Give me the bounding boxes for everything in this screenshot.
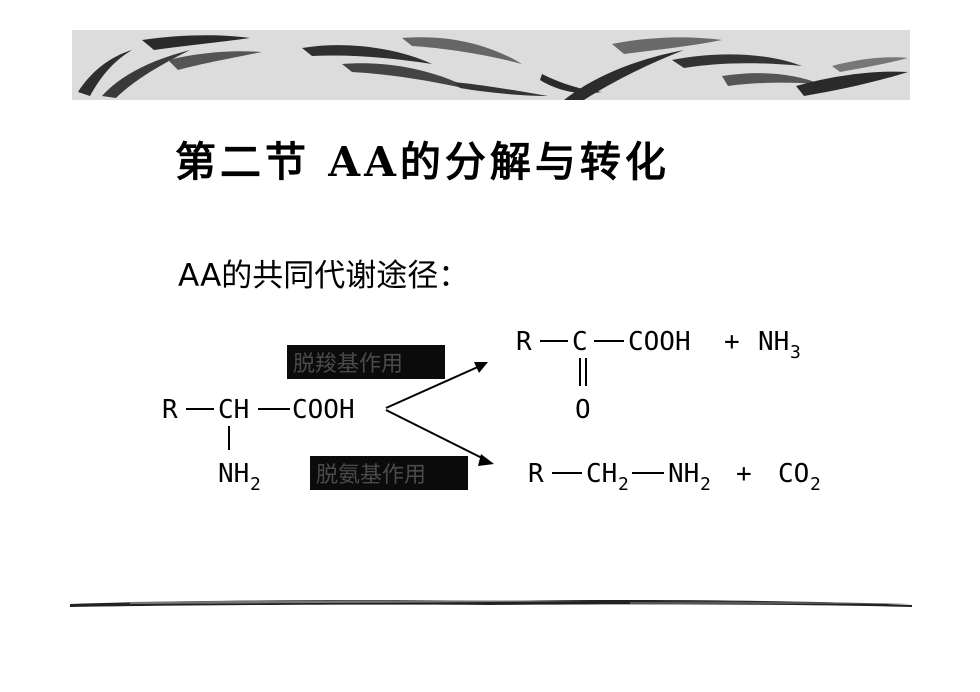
reaction-diagram: R CH COOH NH 2 脱羧基作用 脱氨基作用 R xyxy=(162,327,821,495)
upper-product-o: O xyxy=(575,395,591,425)
page-title: 第二节 AA的分解与转化 xyxy=(175,138,670,186)
upper-product-c: C xyxy=(572,327,588,357)
lower-product-plus: + xyxy=(736,459,752,489)
substrate-ch: CH xyxy=(218,395,249,425)
reaction-arrows xyxy=(385,362,494,466)
lower-label-text: 脱氨基作用 xyxy=(316,463,426,488)
section-subtitle: AA的共同代谢途径： xyxy=(178,258,470,294)
brush-stroke-banner-icon xyxy=(72,30,910,100)
upper-product-nh-subscript: 3 xyxy=(790,342,801,363)
upper-label-box xyxy=(287,345,445,379)
upper-product-nh: NH xyxy=(758,327,789,357)
arrow-up-head xyxy=(474,362,488,373)
lower-product: R CH 2 NH 2 + CO 2 xyxy=(528,459,821,495)
lower-product-nh: NH xyxy=(668,459,699,489)
upper-product-r: R xyxy=(516,327,532,357)
lower-product-co: CO xyxy=(778,459,809,489)
substrate-cooh: COOH xyxy=(292,395,355,425)
substrate-nh: NH xyxy=(218,459,249,489)
lower-reaction-label: 脱氨基作用 xyxy=(310,456,468,490)
substrate: R CH COOH NH 2 xyxy=(162,395,355,495)
lower-product-ch: CH xyxy=(586,459,617,489)
upper-product-cooh: COOH xyxy=(628,327,691,357)
upper-label-text: 脱羧基作用 xyxy=(293,352,403,377)
arrow-down-head xyxy=(478,454,494,466)
upper-reaction-label: 脱羧基作用 xyxy=(287,345,445,379)
substrate-r: R xyxy=(162,395,178,425)
lower-product-ch-subscript: 2 xyxy=(618,474,629,495)
arrow-down-line xyxy=(385,409,487,461)
substrate-nh-subscript: 2 xyxy=(250,474,261,495)
upper-product-plus: + xyxy=(724,327,740,357)
upper-product: R C COOH + NH 3 O xyxy=(516,327,801,425)
lower-product-nh-subscript: 2 xyxy=(700,474,711,495)
lower-label-box xyxy=(310,456,468,490)
lower-product-co-subscript: 2 xyxy=(810,474,821,495)
lower-product-r: R xyxy=(528,459,544,489)
brush-stroke-line-icon xyxy=(70,600,912,607)
arrow-up-line xyxy=(385,365,481,409)
